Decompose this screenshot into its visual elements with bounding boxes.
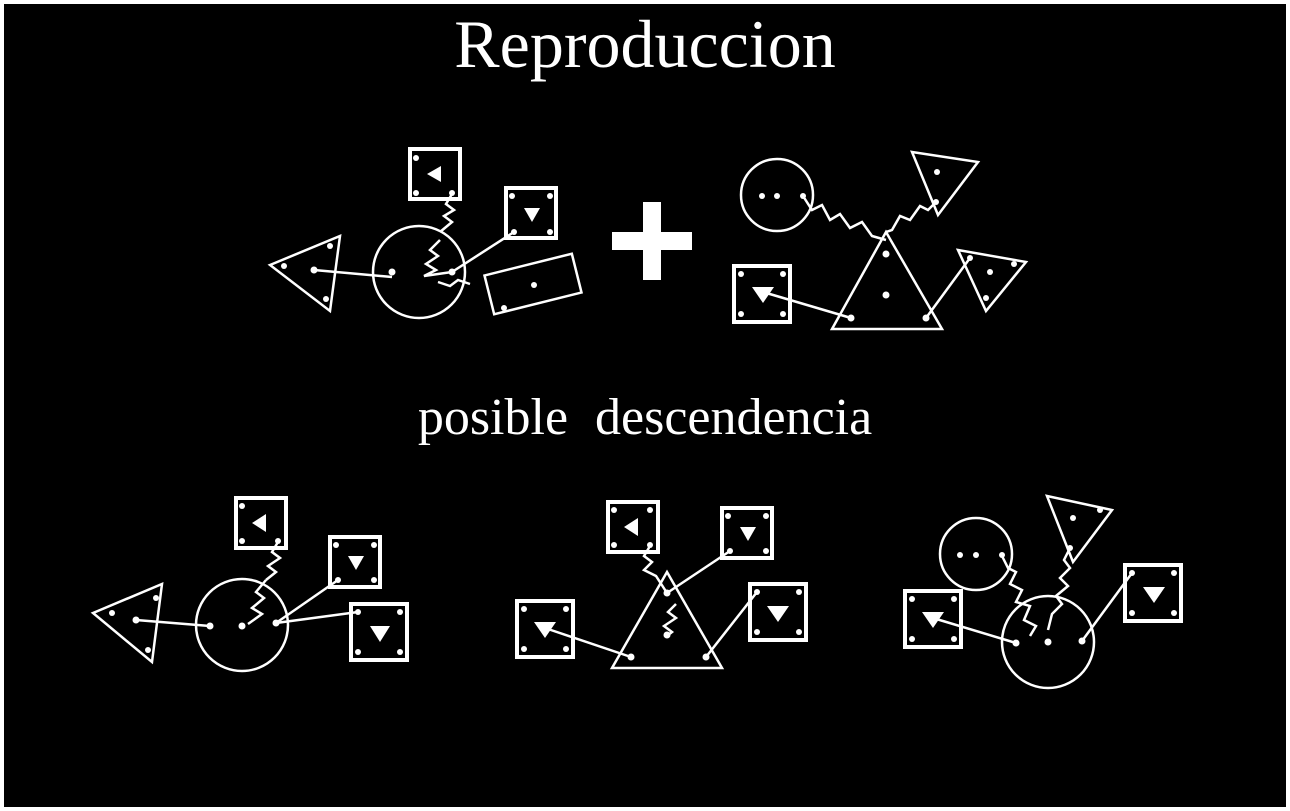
parent2-triangle-top: [910, 150, 981, 218]
parent1-circle-body: [371, 224, 467, 320]
parent2-triangle-right: [955, 248, 1029, 314]
parent-organism-1: [267, 147, 584, 320]
slide: Reproduccion posible descendencia: [4, 4, 1286, 807]
parent1-triangle: [267, 234, 342, 314]
offspring3-square-left: [903, 589, 963, 649]
offspring-organism-3: [903, 494, 1183, 690]
offspring-organism-2: [515, 500, 808, 670]
plus-icon: [612, 202, 692, 280]
offspring2-square-top-left: [606, 500, 660, 554]
offspring-organism-1: [90, 496, 409, 673]
parent1-rectangle: [482, 252, 584, 316]
diagram-canvas: [90, 147, 1183, 690]
offspring3-triangle: [1044, 494, 1115, 565]
parent1-square-top: [408, 147, 462, 201]
offspring1-square-mid: [328, 535, 382, 589]
offspring2-square-right: [748, 582, 808, 642]
offspring3-square-right: [1123, 563, 1183, 623]
offspring3-circle-body: [1000, 594, 1096, 690]
parent1-zigzag-link: [423, 239, 453, 278]
parent2-circle: [739, 157, 815, 233]
parent-organism-2: [732, 150, 1029, 331]
offspring2-square-left: [515, 599, 575, 659]
offspring1-square-top: [234, 496, 288, 550]
parent2-triangle-body: [829, 229, 945, 331]
slide-subtitle: posible descendencia: [417, 389, 873, 446]
parent1-square-right: [504, 186, 558, 240]
parent2-square: [732, 264, 792, 324]
slide-title: Reproduccion: [454, 6, 836, 82]
offspring1-triangle: [90, 582, 164, 665]
offspring1-square-low: [349, 602, 409, 662]
offspring2-square-top-right: [720, 506, 774, 560]
offspring2-triangle-body: [609, 569, 725, 670]
offspring3-circle-small: [938, 516, 1014, 592]
